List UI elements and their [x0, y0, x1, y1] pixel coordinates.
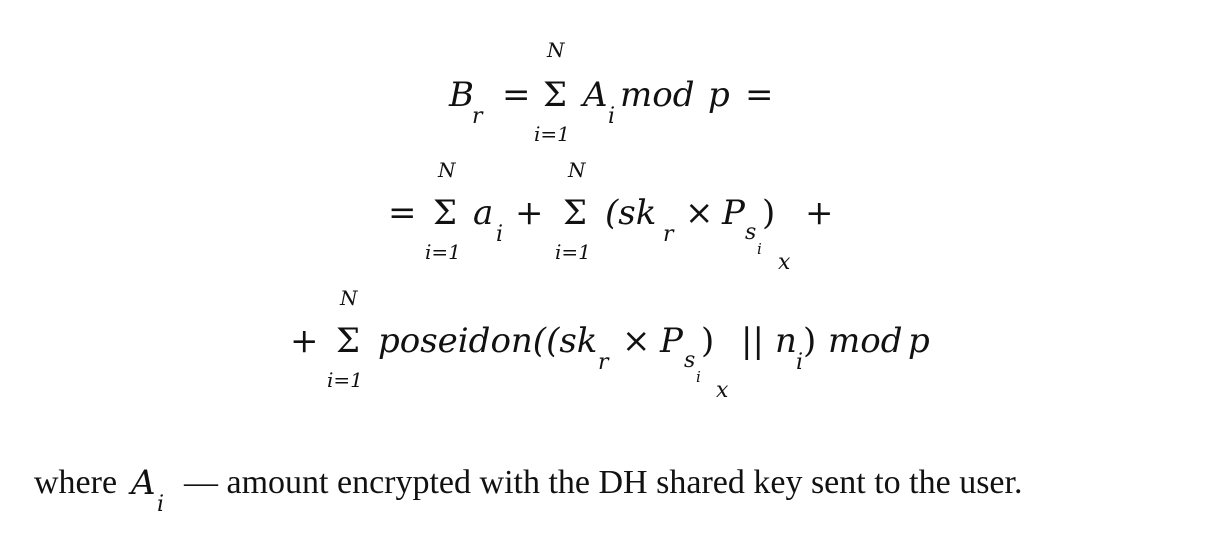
sum1-symbol: Σ — [433, 193, 458, 233]
n-symbol: n — [775, 321, 797, 361]
p-symbol: p — [708, 75, 730, 115]
b-subscript: r — [472, 104, 483, 129]
close-paren: ) — [762, 193, 776, 233]
plus-sign-trailing: + — [805, 193, 834, 233]
plus-sign: + — [515, 193, 544, 233]
poseidon-function: poseidon((sk — [378, 321, 598, 361]
trailing-equals-sign: = — [745, 75, 774, 115]
mod-operator: mod — [828, 321, 903, 361]
caption-text: — amount encrypted with the DH shared ke… — [184, 464, 1023, 501]
sum1-upper-limit: N — [438, 158, 456, 182]
b-symbol: B — [449, 75, 474, 115]
concat-operator: || — [741, 321, 764, 361]
caption-prefix: where — [34, 464, 118, 501]
sk-subscript: r — [663, 222, 674, 247]
sum-upper-limit: N — [340, 286, 358, 310]
mod-operator: mod — [620, 75, 695, 115]
sum-lower-limit: i=1 — [534, 122, 570, 146]
p-point-symbol: P — [660, 321, 683, 361]
close-paren-outer: ) — [803, 321, 817, 361]
a-lower-symbol: a — [473, 193, 494, 233]
times-sign: × — [622, 321, 651, 361]
equals-sign: = — [388, 193, 417, 233]
p-point-sub-subscript: i — [757, 240, 762, 258]
times-sign: × — [685, 193, 714, 233]
sum-symbol: Σ — [336, 321, 361, 361]
sum1-lower-limit: i=1 — [425, 240, 461, 264]
p-point-subscript: s — [745, 220, 757, 245]
p-point-sub-subscript: i — [696, 368, 701, 386]
a-subscript: i — [608, 104, 616, 129]
caption-a-subscript: i — [157, 492, 165, 517]
equals-sign: = — [502, 75, 531, 115]
sum-upper-limit: N — [547, 38, 565, 62]
x-coordinate-subscript: x — [716, 378, 729, 403]
sum2-upper-limit: N — [568, 158, 586, 182]
sk-term: (sk — [605, 193, 657, 233]
sk-subscript: r — [598, 350, 609, 375]
a-lower-subscript: i — [496, 222, 504, 247]
p-point-symbol: P — [722, 193, 745, 233]
sum-lower-limit: i=1 — [327, 368, 363, 392]
x-coordinate-subscript: x — [778, 250, 791, 275]
sum2-lower-limit: i=1 — [555, 240, 591, 264]
a-symbol: A — [583, 75, 608, 115]
p-point-subscript: s — [684, 348, 696, 373]
sum2-symbol: Σ — [563, 193, 588, 233]
n-subscript: i — [796, 350, 804, 375]
plus-sign: + — [290, 321, 319, 361]
caption-a-symbol: A — [131, 463, 156, 503]
sum-symbol: Σ — [543, 75, 568, 115]
close-paren: ) — [701, 321, 715, 361]
p-symbol: p — [908, 321, 930, 361]
